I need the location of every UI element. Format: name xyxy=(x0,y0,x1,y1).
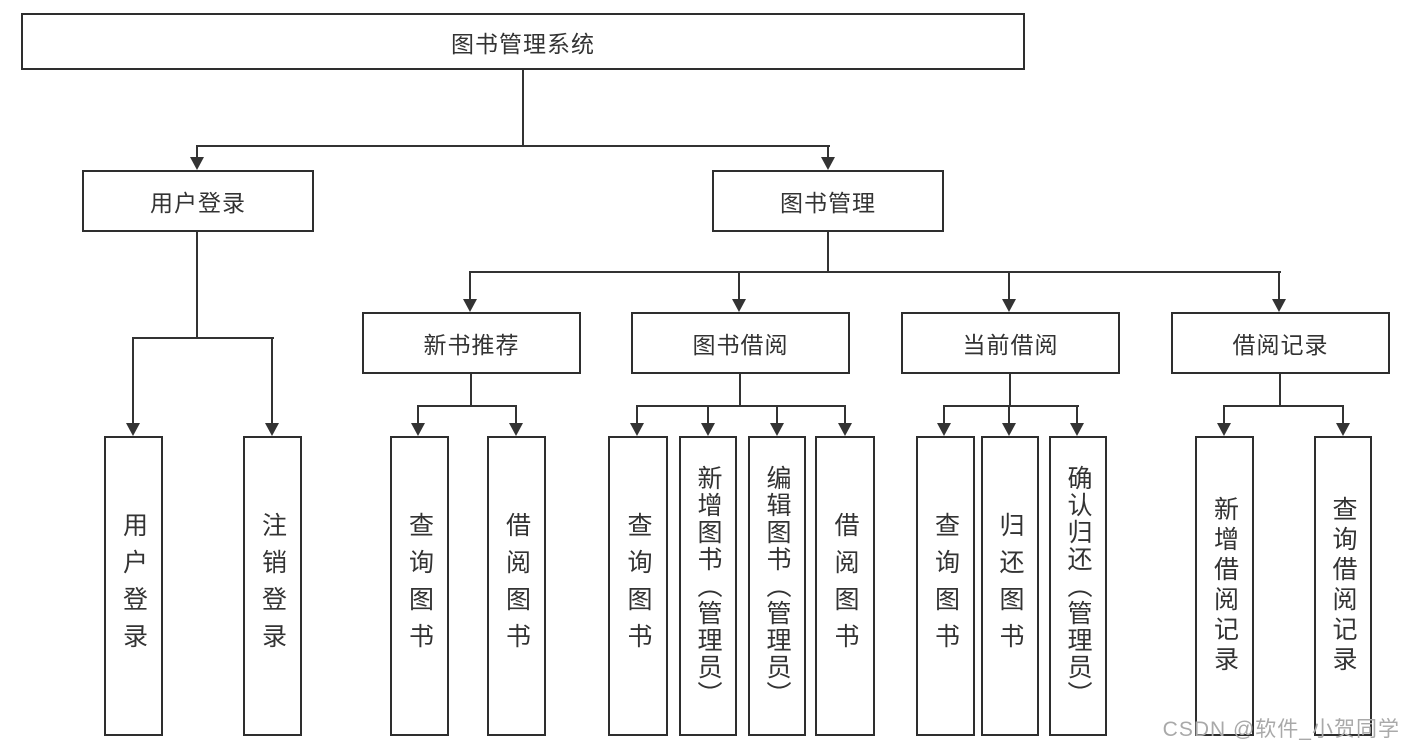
leaf-add-books-admin: 新增图书（管理员） xyxy=(679,436,737,736)
arrow-down-icon xyxy=(937,423,951,436)
arrow-down-icon xyxy=(1272,299,1286,312)
edge-to-leaf xyxy=(271,337,273,423)
edge-current-borrow-stem xyxy=(1009,374,1011,406)
leaf-label: 归还图书 xyxy=(996,512,1024,660)
edge-to-borrow-records xyxy=(1278,271,1280,299)
arrow-down-icon xyxy=(701,423,715,436)
leaf-label: 确认归还（管理员） xyxy=(1064,464,1092,708)
node-current-borrow: 当前借阅 xyxy=(901,312,1120,374)
edge-to-leaf xyxy=(1342,405,1344,423)
leaf-label: 用户登录 xyxy=(119,512,148,660)
leaf-confirm-return-admin: 确认归还（管理员） xyxy=(1049,436,1107,736)
edge-borrow-records-split xyxy=(1223,405,1344,407)
node-book-mgmt: 图书管理 xyxy=(712,170,944,232)
edge-to-leaf xyxy=(1076,405,1078,423)
node-borrow-records-label: 借阅记录 xyxy=(1232,332,1329,358)
leaf-label: 借阅图书 xyxy=(831,512,859,660)
leaf-label: 新增借阅记录 xyxy=(1210,496,1239,676)
arrow-down-icon xyxy=(1002,423,1016,436)
leaf-borrow-books: 借阅图书 xyxy=(815,436,875,736)
edge-to-leaf xyxy=(1008,405,1010,423)
arrow-down-icon xyxy=(630,423,644,436)
node-book-borrow: 图书借阅 xyxy=(631,312,850,374)
arrow-down-icon xyxy=(509,423,523,436)
arrow-down-icon xyxy=(821,157,835,170)
edge-to-leaf xyxy=(707,405,709,423)
leaf-user-login: 用户登录 xyxy=(104,436,163,736)
node-book-mgmt-label: 图书管理 xyxy=(780,190,876,216)
edge-user-login-stem xyxy=(196,232,198,338)
arrow-down-icon xyxy=(411,423,425,436)
node-user-login-label: 用户登录 xyxy=(150,190,246,216)
leaf-label: 查询图书 xyxy=(405,512,434,660)
leaf-logout: 注销登录 xyxy=(243,436,302,736)
leaf-edit-books-admin: 编辑图书（管理员） xyxy=(748,436,806,736)
edge-user-login-split xyxy=(132,337,274,339)
leaf-label: 编辑图书（管理员） xyxy=(763,464,791,708)
arrow-down-icon xyxy=(265,423,279,436)
node-book-borrow-label: 图书借阅 xyxy=(692,332,789,358)
leaf-return-books: 归还图书 xyxy=(981,436,1039,736)
edge-to-new-book-rec xyxy=(469,271,471,299)
edge-to-leaf xyxy=(636,405,638,423)
leaf-add-borrow-record: 新增借阅记录 xyxy=(1195,436,1254,736)
node-new-book-rec-label: 新书推荐 xyxy=(423,332,520,358)
edge-new-book-rec-stem xyxy=(470,374,472,406)
arrow-down-icon xyxy=(1336,423,1350,436)
leaf-label: 查询图书 xyxy=(931,512,960,660)
edge-borrow-records-stem xyxy=(1279,374,1281,406)
edge-to-leaf xyxy=(132,337,134,423)
csdn-watermark: CSDN @软件_小贺同学 xyxy=(1162,718,1400,741)
edge-to-leaf xyxy=(776,405,778,423)
leaf-query-borrow-record: 查询借阅记录 xyxy=(1314,436,1372,736)
node-new-book-rec: 新书推荐 xyxy=(362,312,581,374)
leaf-query-books: 查询图书 xyxy=(608,436,668,736)
node-borrow-records: 借阅记录 xyxy=(1171,312,1390,374)
edge-to-book-borrow xyxy=(738,271,740,299)
leaf-label: 新增图书（管理员） xyxy=(694,464,722,708)
edge-to-leaf xyxy=(515,405,517,423)
leaf-label: 查询借阅记录 xyxy=(1329,496,1357,676)
arrow-down-icon xyxy=(190,157,204,170)
arrow-down-icon xyxy=(1070,423,1084,436)
edge-book-mgmt-split xyxy=(469,271,1281,273)
leaf-label: 查询图书 xyxy=(624,512,652,660)
edge-new-book-rec-split xyxy=(417,405,517,407)
node-user-login: 用户登录 xyxy=(82,170,314,232)
arrow-down-icon xyxy=(732,299,746,312)
arrow-down-icon xyxy=(838,423,852,436)
arrow-down-icon xyxy=(1217,423,1231,436)
edge-to-current-borrow xyxy=(1008,271,1010,299)
node-root: 图书管理系统 xyxy=(21,13,1025,70)
edge-root-stem xyxy=(522,70,524,146)
edge-to-user-login xyxy=(196,145,198,157)
node-current-borrow-label: 当前借阅 xyxy=(962,332,1059,358)
edge-book-borrow-split xyxy=(636,405,846,407)
edge-to-leaf xyxy=(844,405,846,423)
leaf-borrow-books: 借阅图书 xyxy=(487,436,546,736)
edge-to-leaf xyxy=(417,405,419,423)
node-root-label: 图书管理系统 xyxy=(451,30,595,57)
leaf-query-books: 查询图书 xyxy=(390,436,449,736)
edge-to-leaf xyxy=(1223,405,1225,423)
arrow-down-icon xyxy=(1002,299,1016,312)
leaf-label: 借阅图书 xyxy=(502,512,531,660)
edge-current-borrow-split xyxy=(943,405,1079,407)
edge-root-split xyxy=(196,145,830,147)
arrow-down-icon xyxy=(770,423,784,436)
leaf-query-books: 查询图书 xyxy=(916,436,975,736)
arrow-down-icon xyxy=(126,423,140,436)
arrow-down-icon xyxy=(463,299,477,312)
edge-to-book-mgmt xyxy=(827,145,829,157)
edge-book-borrow-stem xyxy=(739,374,741,406)
edge-to-leaf xyxy=(943,405,945,423)
edge-book-mgmt-stem xyxy=(827,232,829,272)
leaf-label: 注销登录 xyxy=(258,512,287,660)
